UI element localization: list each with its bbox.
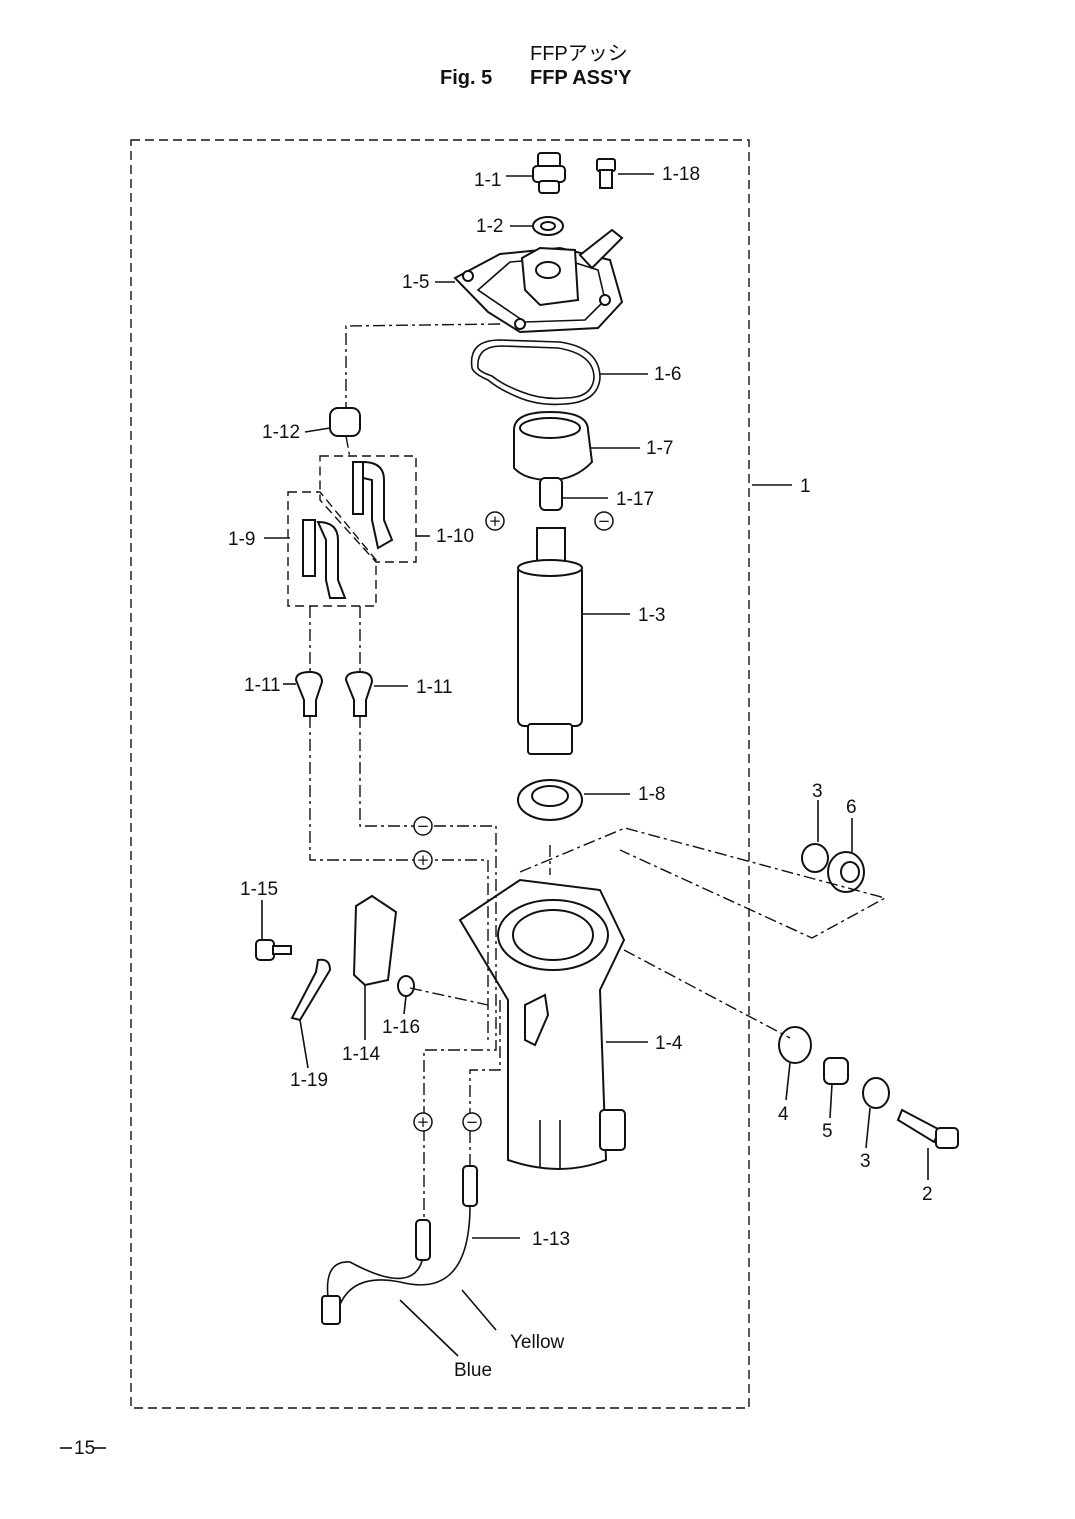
label-3-top: 3 <box>812 781 823 802</box>
part-1-16-washer <box>397 975 415 997</box>
label-1-10: 1-10 <box>436 526 474 547</box>
assembly-boundary <box>130 139 750 1409</box>
label-wire-yellow: Yellow <box>510 1332 565 1353</box>
label-1-5: 1-5 <box>402 272 429 293</box>
part-1-13-harness <box>321 1165 478 1325</box>
part-1-5-cover <box>453 228 624 334</box>
label-1-6: 1-6 <box>654 364 681 385</box>
label-1-1: 1-1 <box>474 170 501 191</box>
label-1-11-left: 1-11 <box>244 675 281 696</box>
polarity-plus-pump-sign: + <box>489 512 502 530</box>
part-1-11-boot-right <box>344 670 374 717</box>
label-1-3: 1-3 <box>638 605 665 626</box>
polarity-minus-harness-sign: − <box>466 1113 479 1131</box>
wire-route-plus <box>309 716 489 1040</box>
polarity-plus-route: + <box>413 850 433 870</box>
part-4-grommet <box>778 1026 812 1064</box>
label-1-4: 1-4 <box>655 1033 683 1054</box>
part-1-8-grommet <box>517 779 583 821</box>
part-1-9-terminal <box>302 519 347 599</box>
part-5-collar <box>823 1057 849 1085</box>
terminal-box-1-9 <box>287 491 377 607</box>
assembly-line-cap <box>345 323 501 408</box>
part-3-washer-top <box>801 843 829 873</box>
part-1-11-boot-left <box>294 670 324 717</box>
page-number-text: 15 <box>74 1438 95 1459</box>
label-1-11-right: 1-11 <box>416 677 453 698</box>
wire-route-minus <box>359 716 497 1220</box>
part-3-washer-bottom <box>862 1077 890 1109</box>
figure-number: Fig. 5 <box>440 67 492 89</box>
label-2: 2 <box>922 1184 933 1205</box>
polarity-minus-route: − <box>413 816 433 836</box>
part-1-17-filter <box>539 477 563 511</box>
label-1-18: 1-18 <box>662 164 700 185</box>
part-1-1-fitting <box>532 152 566 194</box>
part-1-14-bracket <box>352 894 398 987</box>
mount-line-upper <box>519 827 887 939</box>
page-number: 15 <box>60 1438 106 1459</box>
label-4: 4 <box>778 1104 789 1125</box>
label-1-13: 1-13 <box>532 1229 570 1250</box>
part-1-7-nut <box>513 410 594 482</box>
label-1-16: 1-16 <box>382 1017 420 1038</box>
part-1-18-bolt <box>596 158 616 189</box>
part-6-grommet <box>827 851 865 893</box>
part-1-2-washer <box>532 216 564 236</box>
polarity-minus-pump-sign: − <box>598 512 611 530</box>
title-english: FFP ASS'Y <box>530 67 632 89</box>
label-3-bottom: 3 <box>860 1151 871 1172</box>
part-1-12-cap <box>329 407 361 437</box>
polarity-plus-route-sign: + <box>417 851 430 869</box>
label-1-9: 1-9 <box>228 529 255 550</box>
label-1-2: 1-2 <box>476 216 503 237</box>
part-1-10-terminal <box>352 460 394 550</box>
label-wire-blue: Blue <box>454 1360 492 1381</box>
part-2-bolt <box>896 1108 959 1149</box>
label-1-7: 1-7 <box>646 438 673 459</box>
label-1-12: 1-12 <box>262 422 300 443</box>
polarity-plus-pump: + <box>485 511 505 531</box>
part-1-19-strap <box>290 958 332 1022</box>
title-japanese: FFPアッシ <box>530 43 628 65</box>
part-1-6-oring <box>470 339 601 406</box>
part-1-15-screw <box>255 939 292 961</box>
label-6: 6 <box>846 797 857 818</box>
part-1-4-body <box>458 878 626 1170</box>
label-1-17: 1-17 <box>616 489 654 510</box>
part-1-3-pump <box>517 527 583 755</box>
label-5: 5 <box>822 1121 833 1142</box>
polarity-minus-harness: − <box>462 1112 482 1132</box>
label-1-8: 1-8 <box>638 784 665 805</box>
label-1-19: 1-19 <box>290 1070 328 1091</box>
mount-line-lower <box>623 949 791 1039</box>
label-1-15: 1-15 <box>240 879 278 900</box>
polarity-plus-harness-sign: + <box>417 1113 430 1131</box>
label-1: 1 <box>800 476 811 497</box>
polarity-minus-route-sign: − <box>417 817 430 835</box>
label-1-14: 1-14 <box>342 1044 380 1065</box>
polarity-minus-pump: − <box>594 511 614 531</box>
polarity-plus-harness: + <box>413 1112 433 1132</box>
